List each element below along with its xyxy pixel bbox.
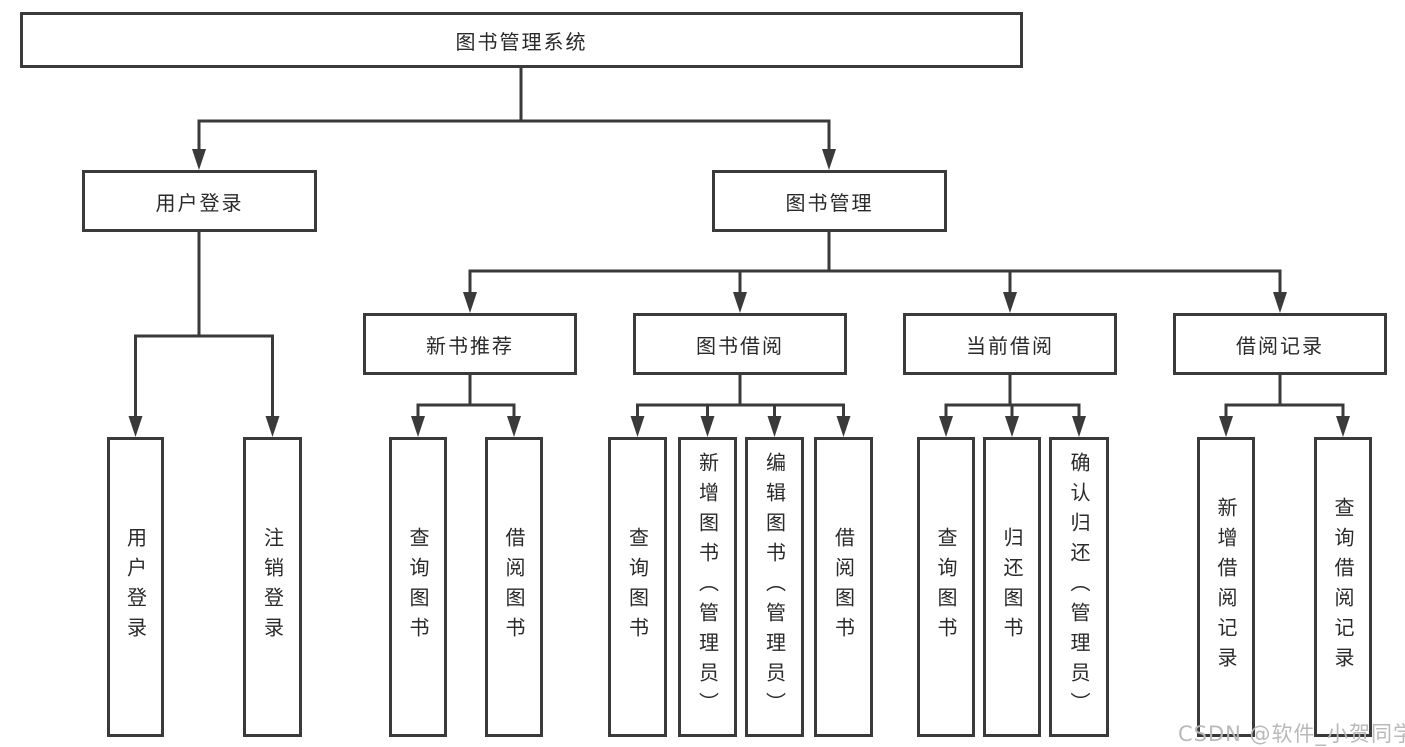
leaf-query-books-recommend-label: 查询图书 <box>406 527 430 647</box>
leaf-user-login: 用户登录 <box>107 437 164 737</box>
connector-borrowing-records-to-leaves <box>1224 375 1345 418</box>
node-borrowing-records: 借阅记录 <box>1173 313 1387 375</box>
leaf-logout: 注销登录 <box>243 437 302 737</box>
leaf-add-book-admin: 新增图书（管理员） <box>678 437 737 737</box>
leaf-add-borrow-record-label: 新增借阅记录 <box>1214 497 1238 677</box>
connector-new-book-recommend-to-leaves <box>416 375 516 418</box>
leaf-borrow-books-recommend-label: 借阅图书 <box>502 527 526 647</box>
arrow-down-icon <box>192 149 206 170</box>
arrow-down-icon <box>1273 292 1287 313</box>
arrow-down-icon <box>411 416 425 437</box>
leaf-query-books-borrowing: 查询图书 <box>608 437 667 737</box>
watermark: CSDN @软件_小贺同学 <box>1178 722 1405 746</box>
connector-book-borrowing-to-leaves <box>636 375 845 418</box>
leaf-add-borrow-record: 新增借阅记录 <box>1197 437 1255 737</box>
node-new-book-recommend: 新书推荐 <box>363 313 577 375</box>
connector-root-to-level2 <box>197 68 831 152</box>
leaf-query-books-current-label: 查询图书 <box>934 527 958 647</box>
node-root: 图书管理系统 <box>20 12 1023 68</box>
arrow-down-icon <box>700 416 715 437</box>
leaf-user-login-label: 用户登录 <box>123 527 148 647</box>
node-book-borrowing: 图书借阅 <box>633 313 847 375</box>
leaf-query-borrow-record-label: 查询借阅记录 <box>1331 497 1355 677</box>
arrow-down-icon <box>630 416 645 437</box>
arrow-down-icon <box>939 416 953 437</box>
node-borrowing-records-label: 借阅记录 <box>1236 333 1324 358</box>
leaf-borrow-books-recommend: 借阅图书 <box>485 437 543 737</box>
node-root-label: 图书管理系统 <box>455 29 588 54</box>
node-new-book-recommend-label: 新书推荐 <box>426 333 514 358</box>
connector-book-management-to-level3 <box>468 232 1282 294</box>
leaf-confirm-return-admin: 确认归还（管理员） <box>1049 437 1109 737</box>
arrow-down-icon <box>1072 416 1086 437</box>
leaf-return-books: 归还图书 <box>983 437 1041 737</box>
node-book-borrowing-label: 图书借阅 <box>696 333 784 358</box>
arrow-down-icon <box>733 292 747 313</box>
arrow-down-icon <box>836 416 851 437</box>
leaf-add-book-admin-label: 新增图书（管理员） <box>695 452 720 722</box>
node-user-login: 用户登录 <box>82 170 317 232</box>
leaf-query-books-recommend: 查询图书 <box>389 437 447 737</box>
arrow-down-icon <box>1005 416 1019 437</box>
leaf-edit-book-admin-label: 编辑图书（管理员） <box>762 452 787 722</box>
arrow-down-icon <box>507 416 521 437</box>
leaf-query-borrow-record: 查询借阅记录 <box>1314 437 1372 737</box>
leaf-logout-label: 注销登录 <box>260 527 285 647</box>
node-current-borrowing-label: 当前借阅 <box>966 333 1054 358</box>
connector-user-login-to-leaves <box>134 232 274 418</box>
leaf-query-books-current: 查询图书 <box>917 437 975 737</box>
arrow-down-icon <box>463 292 477 313</box>
node-current-borrowing: 当前借阅 <box>903 313 1117 375</box>
arrow-down-icon <box>1219 416 1233 437</box>
leaf-borrow-books-borrowing: 借阅图书 <box>814 437 873 737</box>
node-book-management-label: 图书管理 <box>785 190 874 215</box>
arrow-down-icon <box>128 416 143 437</box>
node-user-login-label: 用户登录 <box>155 190 244 215</box>
arrow-down-icon <box>1003 292 1017 313</box>
node-book-management: 图书管理 <box>712 170 947 232</box>
leaf-edit-book-admin: 编辑图书（管理员） <box>745 437 804 737</box>
connector-current-borrowing-to-leaves <box>944 375 1081 418</box>
leaf-query-books-borrowing-label: 查询图书 <box>625 527 650 647</box>
arrow-down-icon <box>1336 416 1350 437</box>
leaf-confirm-return-admin-label: 确认归还（管理员） <box>1067 452 1091 722</box>
leaf-borrow-books-borrowing-label: 借阅图书 <box>831 527 856 647</box>
leaf-return-books-label: 归还图书 <box>1000 527 1024 647</box>
arrow-down-icon <box>265 416 280 437</box>
arrow-down-icon <box>822 149 836 170</box>
arrow-down-icon <box>767 416 782 437</box>
